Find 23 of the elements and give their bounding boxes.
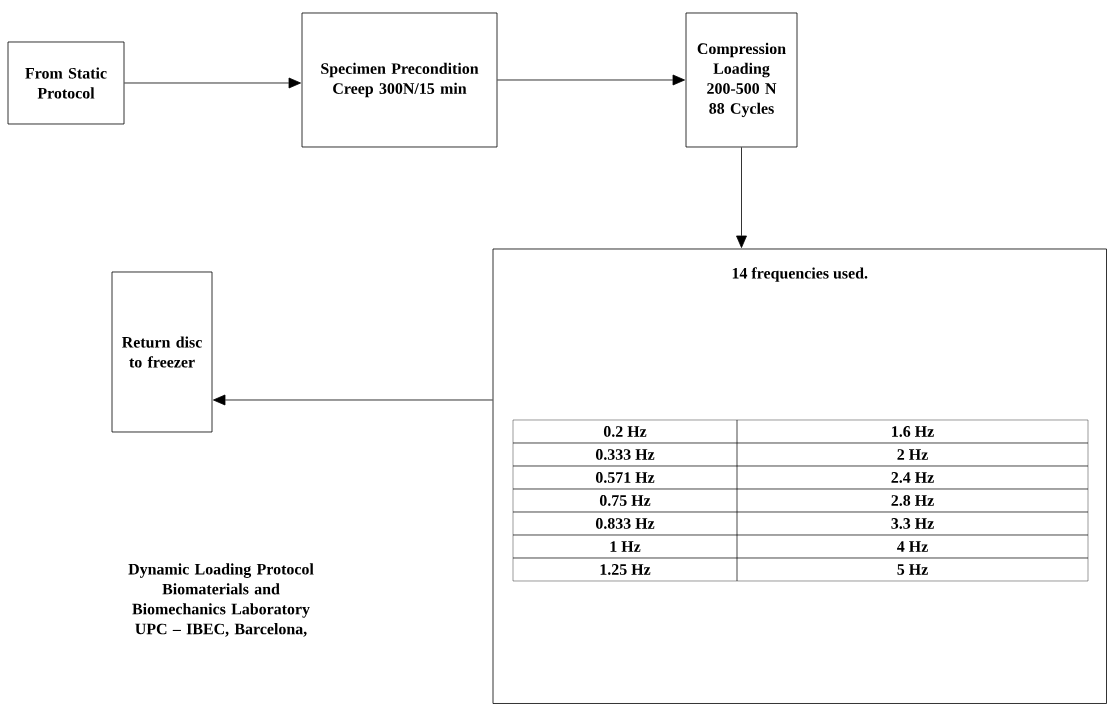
process-box: Specimen Precondition Creep 300N/15 min bbox=[301, 12, 498, 148]
process-box: Compression Loading 200-500 N 88 Cycles bbox=[685, 12, 798, 148]
table-cell: 0.571 Hz bbox=[512, 465, 738, 490]
process-box: Return disc to freezer bbox=[111, 271, 213, 433]
table-cell: 0.333 Hz bbox=[512, 442, 738, 467]
process-box: From Static Protocol bbox=[7, 41, 125, 125]
table-cell: 4 Hz bbox=[736, 534, 1089, 559]
table-cell: 1.25 Hz bbox=[512, 557, 738, 582]
arrow bbox=[497, 74, 685, 86]
table-cell: 5 Hz bbox=[736, 557, 1089, 582]
table-cell: 1.6 Hz bbox=[736, 419, 1089, 444]
arrow bbox=[736, 147, 747, 248]
arrow bbox=[124, 77, 301, 89]
table-cell: 3.3 Hz bbox=[736, 511, 1089, 536]
table-cell: 0.75 Hz bbox=[512, 488, 738, 513]
caption-text: Dynamic Loading Protocol Biomaterials and Biomechanics Laboratory UPC – IBEC, Barcelona, bbox=[128, 563, 314, 637]
table-cell: 2.8 Hz bbox=[736, 488, 1089, 513]
table-cell: 2 Hz bbox=[736, 442, 1089, 467]
table-cell: 0.833 Hz bbox=[512, 511, 738, 536]
arrow bbox=[213, 394, 493, 406]
table-cell: 2.4 Hz bbox=[736, 465, 1089, 490]
table-cell: 1 Hz bbox=[512, 534, 738, 559]
table-cell: 0.2 Hz bbox=[512, 419, 738, 444]
